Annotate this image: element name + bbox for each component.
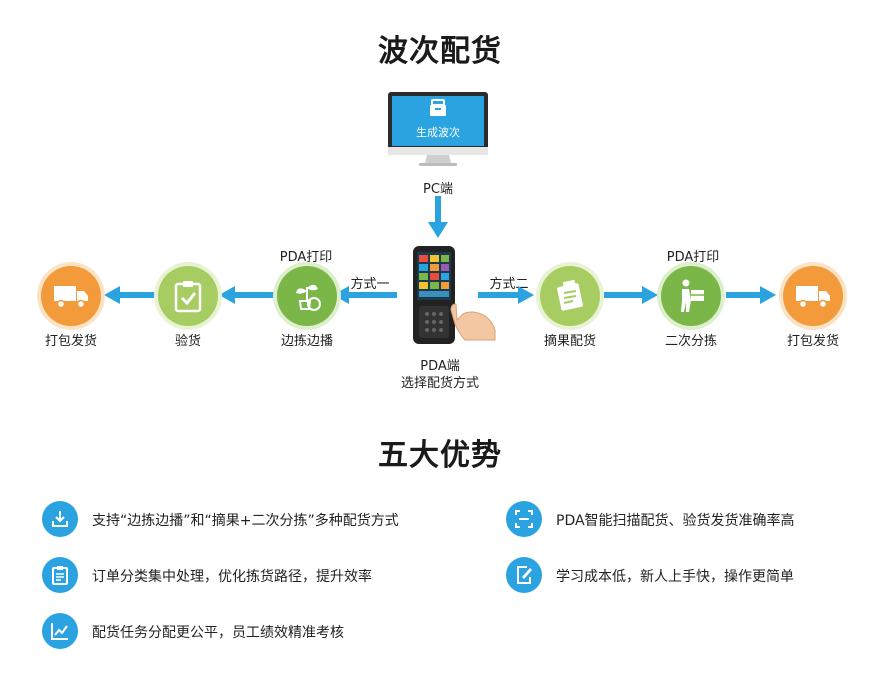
clipboard-check-icon [174, 281, 202, 313]
advantage-text-4: 学习成本低，新人上手快，操作更简单 [556, 569, 794, 585]
trend-chart-icon [51, 623, 68, 640]
node-sort-while-sow [277, 266, 337, 326]
node-inspect-label: 验货 [174, 334, 201, 349]
method-one-label: 方式一 [350, 277, 390, 292]
arrow-right-2 [604, 286, 658, 304]
node-pack-ship-left-label: 打包发货 [44, 334, 97, 349]
advantage-icon-4 [506, 557, 542, 593]
advantage-text-3: 订单分类集中处理，优化拣货路径，提升效率 [92, 569, 372, 585]
arrow-left-2 [219, 286, 275, 304]
node-sort-while-sow-label: 边拣边播 [280, 334, 333, 349]
advantage-text-5: 配货任务分配更公平，员工绩效精准考核 [92, 625, 344, 641]
pda-device [407, 246, 497, 346]
arrow-pda-to-left [333, 286, 397, 304]
arrow-pda-to-right [478, 286, 534, 304]
advantage-icon-3 [42, 557, 78, 593]
flow-title: 波次配货 [378, 34, 502, 69]
node-pick-fruit-label: 摘果配货 [543, 334, 596, 349]
notepad-icon [557, 279, 583, 311]
person-box-icon [681, 279, 704, 312]
advantage-icon-2 [506, 501, 542, 537]
right-print-label: PDA打印 [666, 250, 720, 265]
advantage-icon-5 [42, 613, 78, 649]
pc-label: PC端 [423, 182, 453, 197]
node-secondary-sort [661, 266, 721, 326]
advantage-icon-1 [42, 501, 78, 537]
clipboard-list-icon [52, 566, 68, 585]
shopping-box-icon [430, 99, 446, 116]
plant-basket-icon [296, 284, 321, 311]
down-arrow [428, 196, 448, 238]
node-secondary-sort-label: 二次分拣 [664, 334, 717, 349]
truck-icon [54, 286, 88, 309]
pc-screen-text: 生成波次 [416, 126, 460, 139]
arrow-right-3 [726, 286, 776, 304]
node-pack-ship-left [41, 266, 101, 326]
arrow-left-3 [104, 286, 156, 304]
node-inspect [158, 266, 218, 326]
truck-icon [796, 286, 830, 309]
node-pick-fruit [540, 266, 600, 326]
scan-icon [515, 510, 533, 528]
left-print-label: PDA打印 [279, 250, 333, 265]
advantage-text-1: 支持“边拣边播”和“摘果+二次分拣”多种配货方式 [92, 513, 399, 529]
pda-label-line1: PDA端 [420, 359, 460, 374]
node-pack-ship-right [783, 266, 843, 326]
node-pack-ship-right-label: 打包发货 [786, 334, 839, 349]
pda-label-line2: 选择配货方式 [400, 376, 479, 391]
hand-icon [450, 303, 496, 341]
download-tray-icon [52, 511, 68, 527]
advantage-text-2: PDA智能扫描配货、验货发货准确率高 [556, 513, 795, 529]
document-edit-icon [517, 566, 532, 584]
pc-monitor: 生成波次 [387, 91, 489, 167]
advantages-title: 五大优势 [378, 438, 502, 473]
